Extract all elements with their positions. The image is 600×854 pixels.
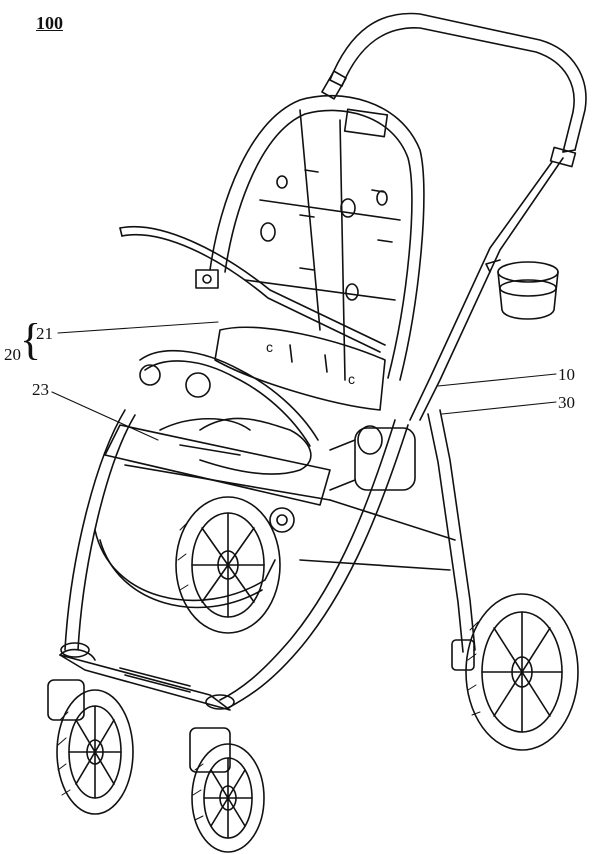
label-30: 30 bbox=[558, 393, 575, 412]
seat-cushion: c c bbox=[214, 326, 386, 411]
footrest bbox=[59, 642, 235, 711]
seat-base-frame bbox=[104, 417, 331, 506]
front-frame bbox=[64, 409, 456, 709]
label-20: 20 bbox=[4, 345, 21, 364]
svg-text:c: c bbox=[266, 339, 273, 355]
tire-tread bbox=[57, 521, 481, 821]
canopy-bar bbox=[119, 226, 386, 353]
leader-line-23 bbox=[51, 391, 159, 441]
svg-text:c: c bbox=[348, 371, 355, 387]
leader-line-10 bbox=[437, 373, 557, 387]
leader-line-21 bbox=[57, 321, 219, 334]
front-left-wheel bbox=[47, 679, 134, 815]
cup-holder bbox=[485, 259, 559, 320]
leader-lines bbox=[51, 321, 557, 441]
rear-middle-wheel bbox=[175, 496, 281, 634]
label-23: 23 bbox=[32, 380, 49, 399]
bumper-bar bbox=[139, 349, 319, 447]
rear-frame-tube bbox=[409, 157, 564, 653]
label-10: 10 bbox=[558, 365, 575, 384]
seat-back bbox=[209, 94, 425, 381]
group-brace: { bbox=[20, 315, 42, 364]
front-right-wheel bbox=[189, 727, 265, 853]
leader-line-30 bbox=[441, 401, 557, 415]
folding-joint bbox=[269, 425, 416, 533]
figure-number: 100 bbox=[36, 13, 63, 33]
push-handle bbox=[321, 12, 587, 168]
label-21: 21 bbox=[36, 324, 53, 343]
rear-right-wheel bbox=[451, 593, 579, 751]
